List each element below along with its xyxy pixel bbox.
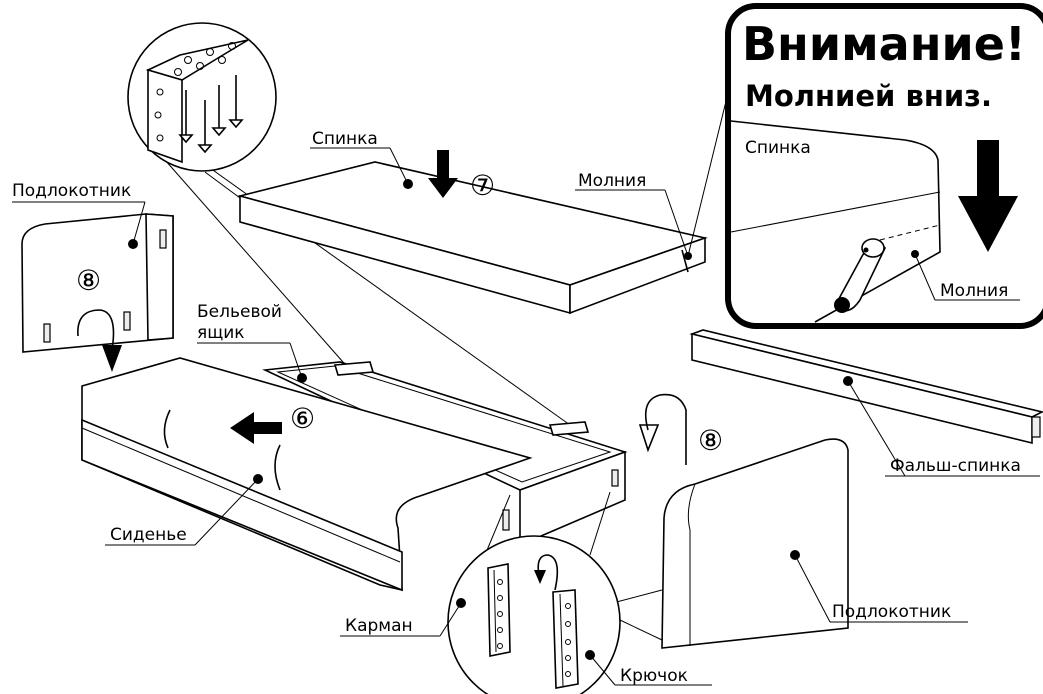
- false-back-label: Фальш-спинка: [890, 456, 1021, 476]
- back-step-number: ⑦: [470, 169, 495, 202]
- arrow-down-icon: [428, 150, 458, 198]
- left-armrest-step-number: ⑧: [76, 264, 101, 297]
- right-armrest-step-number: ⑧: [698, 424, 723, 457]
- pocket-hook-callout: [447, 491, 663, 694]
- left-armrest-label: Подлокотник: [12, 181, 131, 201]
- warning-subtitle: Молнией вниз.: [745, 79, 992, 113]
- seat-label: Сиденье: [110, 525, 187, 545]
- curved-arrow-icon: [77, 309, 115, 351]
- right-armrest-label: Подлокотник: [832, 602, 951, 622]
- false-back-bar: [689, 329, 1043, 445]
- curved-arrow-right-icon: [644, 393, 687, 465]
- zipper-label: Молния: [578, 171, 646, 191]
- warning-title: Внимание!: [742, 17, 1026, 71]
- screw-icons: [178, 75, 244, 154]
- hook-plate-icon: [552, 589, 579, 689]
- hook-arrow-icon: [537, 554, 559, 591]
- hook-label: Крючок: [620, 666, 688, 686]
- arrow-down-large-icon: [958, 140, 1018, 252]
- storage-label-line1: Бельевой: [197, 302, 282, 322]
- left-armrest: [21, 213, 174, 353]
- right-armrest: [661, 438, 849, 649]
- seat-cushion: [81, 357, 533, 592]
- seat-step-number: ⑥: [290, 402, 315, 435]
- storage-label-line2: ящик: [197, 323, 245, 343]
- pocket-plate-icon: [487, 563, 511, 657]
- arrow-left-icon: [230, 412, 282, 444]
- storage-box: [262, 361, 628, 547]
- bracket-detail-callout: [127, 22, 571, 426]
- backrest-panel: [236, 161, 708, 315]
- warning-zipper-label: Молния: [940, 281, 1008, 301]
- pocket-label: Карман: [345, 616, 413, 636]
- back-label: Спинка: [312, 129, 378, 149]
- corner-bracket-icon: [145, 39, 249, 164]
- warning-back-label: Спинка: [745, 138, 811, 158]
- warning-box: Внимание! Молнией вниз. Спинка Молния: [725, 3, 1043, 329]
